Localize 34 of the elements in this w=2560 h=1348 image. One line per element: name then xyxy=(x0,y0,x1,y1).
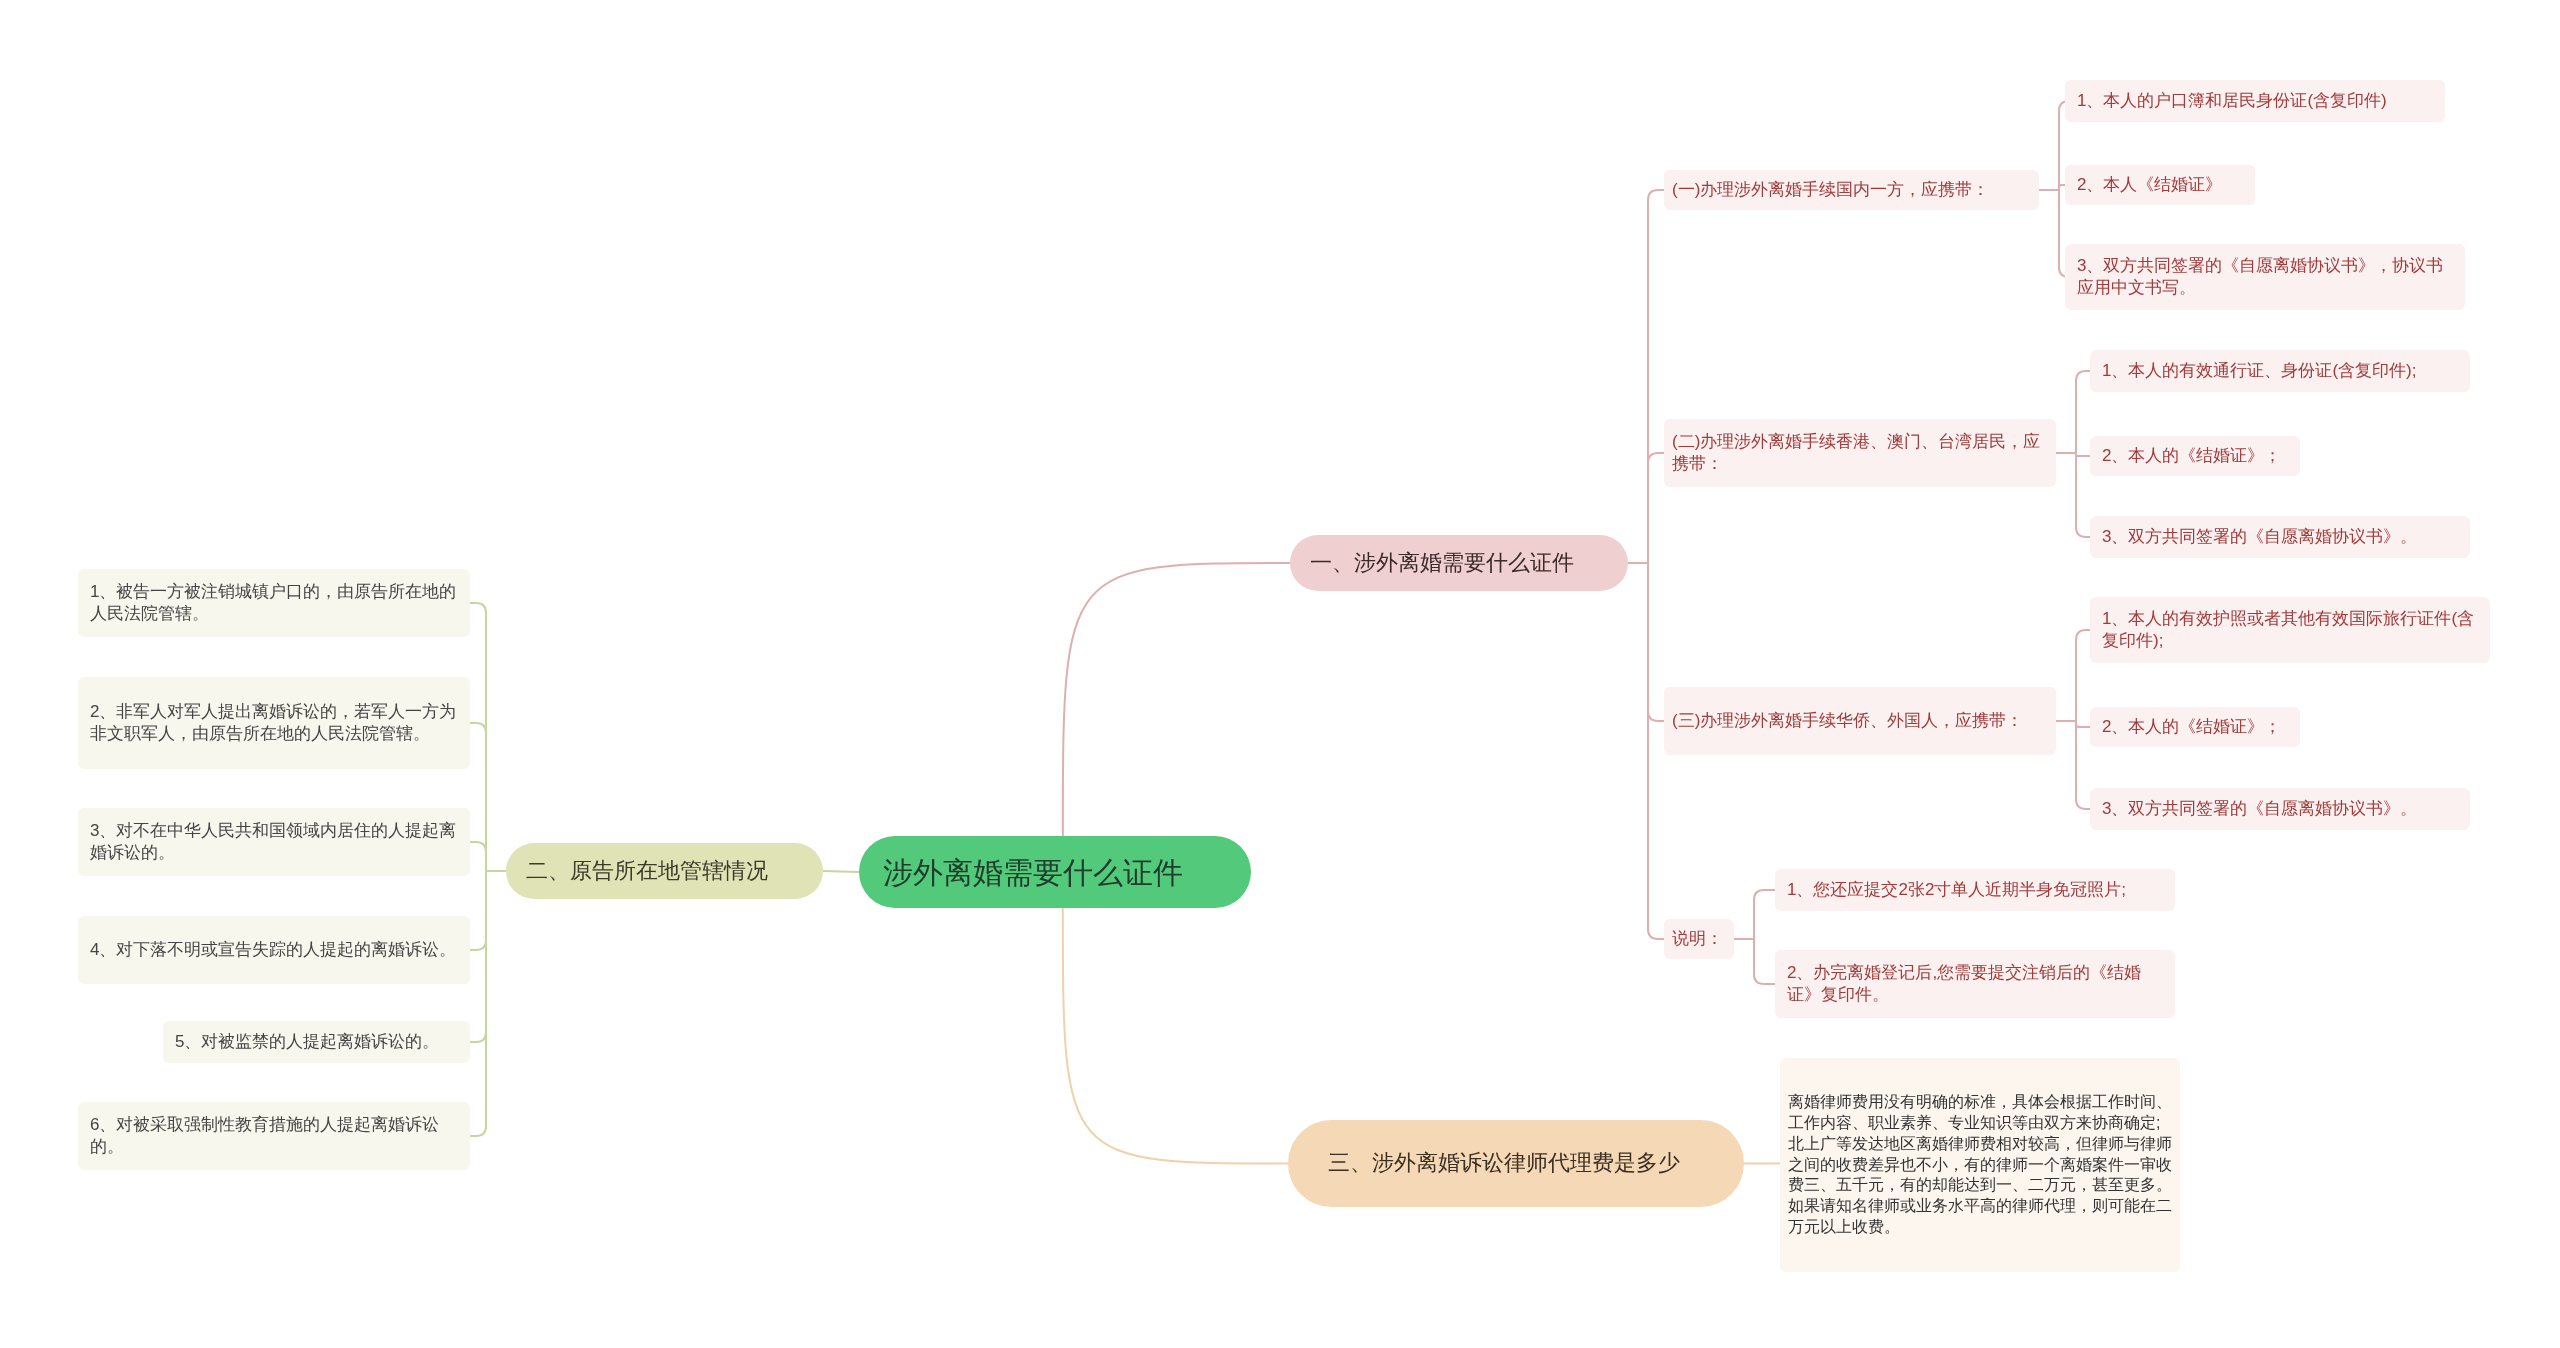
central-topic: 涉外离婚需要什么证件 xyxy=(859,836,1251,908)
subtopic-box: (二)办理涉外离婚手续香港、澳门、台湾居民，应携带： xyxy=(1664,419,2056,487)
item-box: 2、办完离婚登记后,您需要提交注销后的《结婚证》复印件。 xyxy=(1775,950,2175,1018)
item-box: 1、本人的有效护照或者其他有效国际旅行证件(含复印件); xyxy=(2090,597,2490,663)
item-box: 5、对被监禁的人提起离婚诉讼的。 xyxy=(163,1021,470,1063)
item-box: 1、被告一方被注销城镇户口的，由原告所在地的人民法院管辖。 xyxy=(78,569,470,637)
item-box: 3、双方共同签署的《自愿离婚协议书》，协议书应用中文书写。 xyxy=(2065,244,2465,310)
item-box: 2、本人《结婚证》 xyxy=(2065,165,2255,205)
subtopic-box: (一)办理涉外离婚手续国内一方，应携带： xyxy=(1664,170,2039,210)
item-box: 1、本人的户口簿和居民身份证(含复印件) xyxy=(2065,80,2445,122)
connector-line xyxy=(1061,907,1289,1165)
connector-line xyxy=(2055,452,2091,538)
subtopic-box: 说明： xyxy=(1664,919,1734,959)
connector-line xyxy=(2055,720,2091,810)
text-note-box: 离婚律师费用没有明确的标准，具体会根据工作时间、工作内容、职业素养、专业知识等由双方来协商确定;北上广等发达地区离婚律师费相对较高，但律师与律师之间的收费差异也不小，有的律师一个离婚案件一审收费三、五千元，有的却能达到一、二万元，甚至更多。如果请知名律师或业务水平高的律师代理，则可能在二万元以上收费。 xyxy=(1780,1058,2180,1272)
branch-topic: 二、原告所在地管辖情况 xyxy=(506,843,823,899)
item-box: 2、本人的《结婚证》； xyxy=(2090,707,2300,747)
branch-topic: 三、涉外离婚诉讼律师代理费是多少 xyxy=(1288,1120,1744,1207)
item-box: 3、对不在中华人民共和国领域内居住的人提起离婚诉讼的。 xyxy=(78,808,470,876)
subtopic-box: (三)办理涉外离婚手续华侨、外国人，应携带： xyxy=(1664,687,2056,755)
branch-topic: 一、涉外离婚需要什么证件 xyxy=(1290,535,1628,591)
connector-line xyxy=(1061,562,1291,837)
item-box: 2、本人的《结婚证》； xyxy=(2090,436,2300,476)
connector-line xyxy=(1743,1162,1781,1165)
item-box: 3、双方共同签署的《自愿离婚协议书》。 xyxy=(2090,516,2470,558)
item-box: 1、本人的有效通行证、身份证(含复印件); xyxy=(2090,350,2470,392)
item-box: 6、对被采取强制性教育措施的人提起离婚诉讼的。 xyxy=(78,1102,470,1170)
connector-line xyxy=(469,870,507,1137)
connector-line xyxy=(822,870,860,873)
item-box: 1、您还应提交2张2寸单人近期半身免冠照片; xyxy=(1775,869,2175,911)
item-box: 2、非军人对军人提出离婚诉讼的，若军人一方为非文职军人，由原告所在地的人民法院管辖。 xyxy=(78,677,470,769)
connector-line xyxy=(1733,938,1776,985)
item-box: 3、双方共同签署的《自愿离婚协议书》。 xyxy=(2090,788,2470,830)
item-box: 4、对下落不明或宣告失踪的人提起的离婚诉讼。 xyxy=(78,916,470,984)
